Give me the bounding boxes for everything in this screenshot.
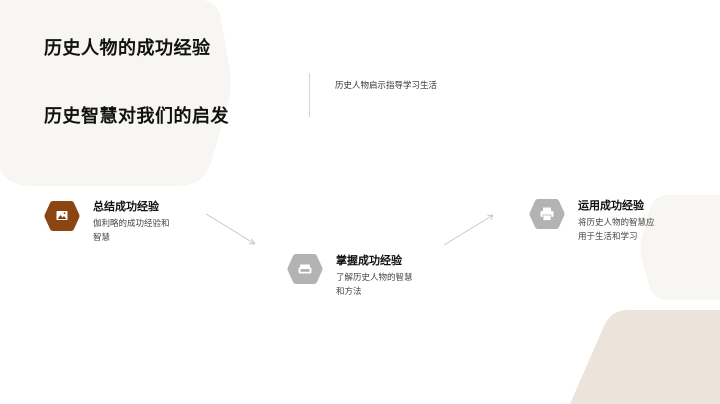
step-1-title: 总结成功经验 [93, 200, 159, 213]
bg-blob-bottom-right [570, 310, 720, 404]
sofa-icon [287, 254, 323, 284]
step-1-desc: 伽利略的成功经验和智慧 [93, 219, 170, 243]
bg-blob-top-left [0, 0, 231, 186]
step-3-badge [529, 198, 565, 230]
slide-title: 历史人物的成功经验 [44, 38, 211, 59]
vertical-divider [309, 73, 310, 117]
step-1-badge [44, 200, 80, 232]
bg-blob-right-mid [640, 195, 720, 300]
slide-subtitle: 历史人物启示指导学习生活 [335, 81, 438, 91]
arrow-line-1 [205, 213, 256, 245]
image-icon [44, 201, 80, 231]
printer-icon [529, 199, 565, 229]
arrowhead-2 [487, 214, 494, 221]
step-3-title: 运用成功经验 [578, 199, 644, 212]
arrowhead-1 [248, 238, 256, 245]
step-3-desc: 将历史人物的智慧应用于生活和学习 [578, 218, 655, 242]
step-2-badge [287, 253, 323, 285]
step-2-desc: 了解历史人物的智慧和方法 [336, 273, 413, 297]
arrow-line-2 [443, 214, 494, 246]
slide-heading: 历史智慧对我们的启发 [44, 106, 229, 127]
step-2-title: 掌握成功经验 [336, 254, 402, 267]
